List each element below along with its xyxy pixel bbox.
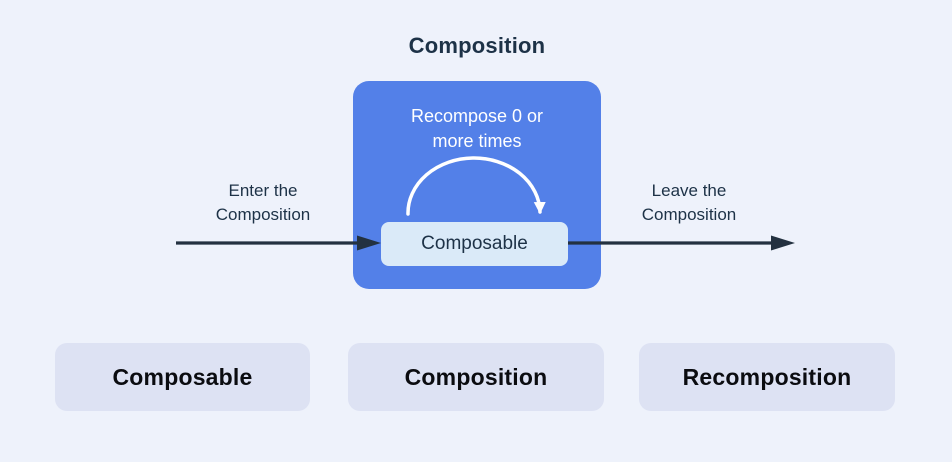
enter-arrow (176, 235, 381, 251)
answer-card-composition[interactable]: Composition (348, 343, 604, 411)
composable-node: Composable (381, 222, 568, 266)
diagram-title: Composition (408, 33, 546, 58)
answer-card-label: Recomposition (682, 363, 852, 390)
recompose-label: Recompose 0 or more times (410, 106, 544, 151)
answer-card-label: Composition (404, 363, 548, 390)
composable-node-label: Composable (421, 233, 528, 254)
leave-composition-label: Leave the Composition (641, 181, 737, 224)
answer-card-recomposition[interactable]: Recomposition (639, 343, 895, 411)
answer-card-label: Composable (112, 363, 253, 390)
enter-composition-label: Enter the Composition (215, 181, 311, 224)
answer-card-composable[interactable]: Composable (55, 343, 310, 411)
leave-arrow (568, 235, 795, 251)
